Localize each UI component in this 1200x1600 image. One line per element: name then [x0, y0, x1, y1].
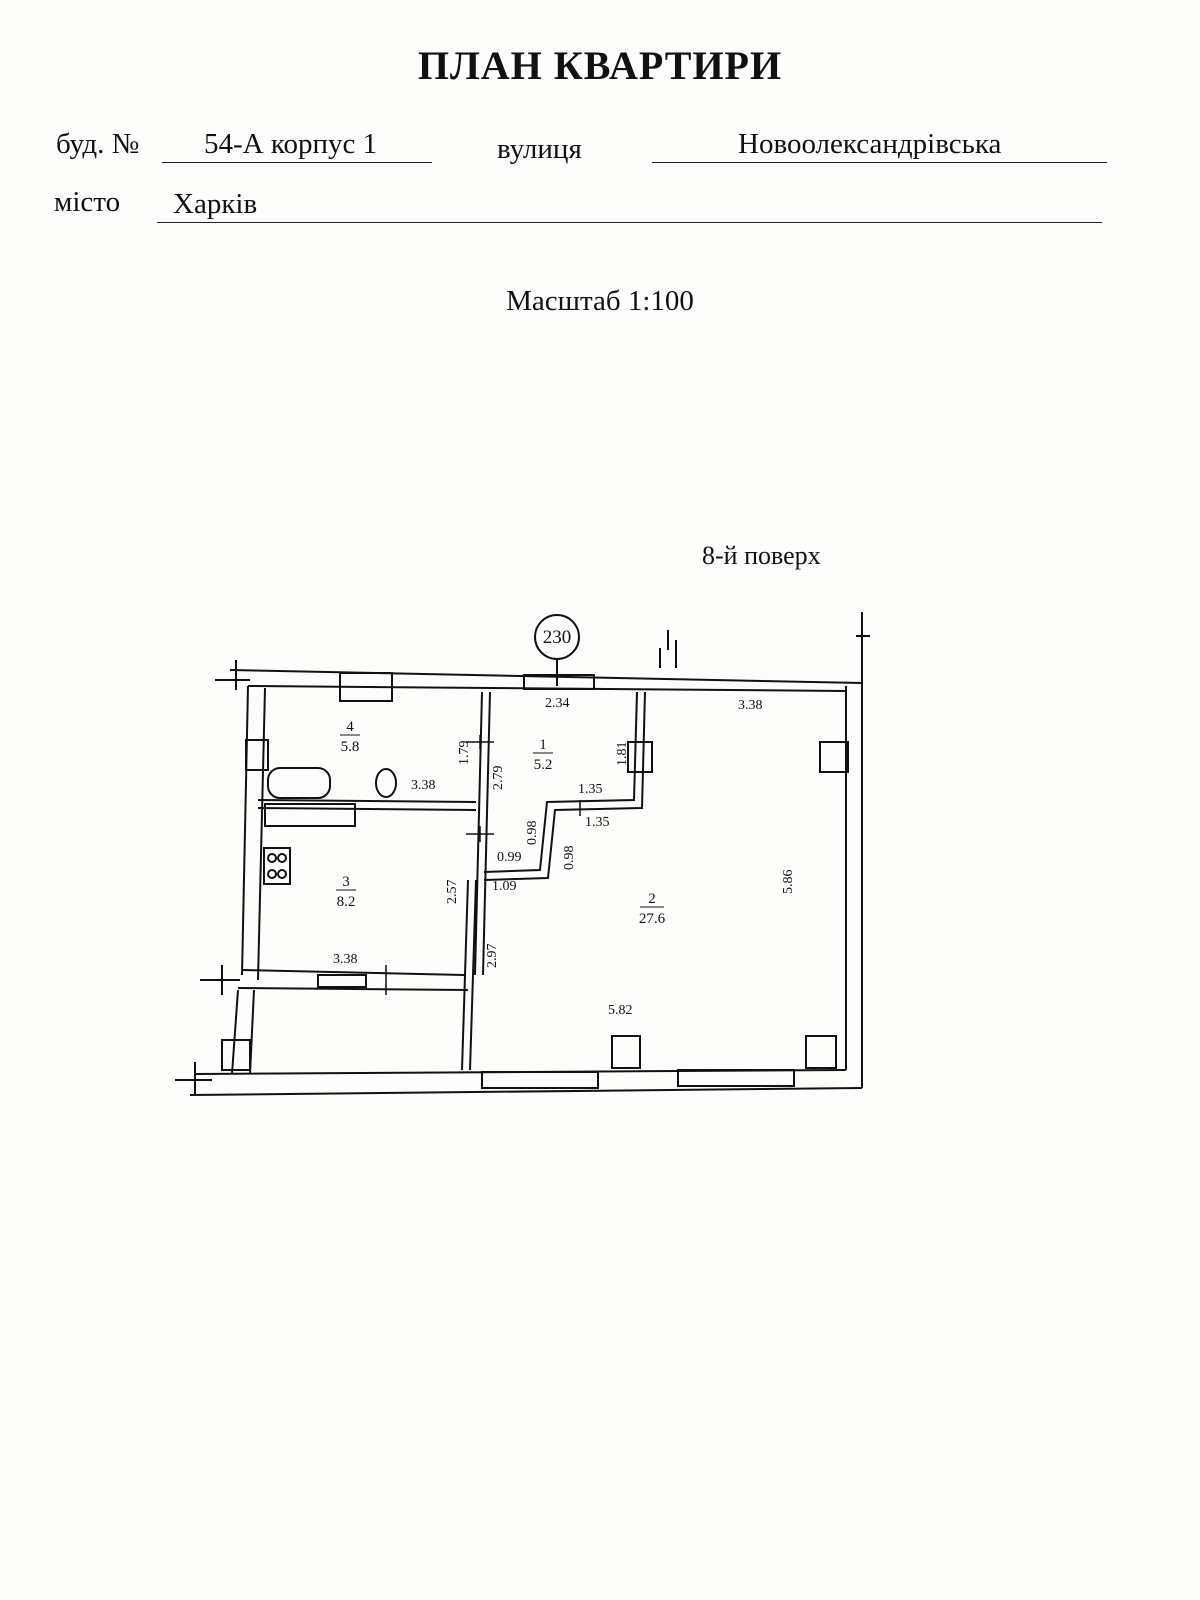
dim-room2-bottom: 5.82 [608, 1003, 633, 1018]
dim-room3-bottom: 3.38 [333, 952, 358, 967]
room-1-number: 1 [539, 737, 547, 753]
dim-notch-2: 1.09 [492, 879, 517, 894]
dim-room1-top: 2.34 [545, 696, 570, 711]
street-value: Новоолександрівська [738, 128, 1002, 160]
bath-bottom-wall-a [257, 799, 477, 803]
left-wall-outer-lower [231, 989, 239, 1075]
building-label: буд. № [56, 128, 140, 160]
dim-room2-left: 2.97 [485, 944, 500, 969]
bathtub [267, 767, 331, 799]
column-bottom-right [805, 1035, 837, 1069]
left-wall-outer-upper [241, 685, 249, 976]
room-2-area: 27.6 [639, 911, 666, 927]
column-right [819, 741, 849, 773]
tick-top-mid [659, 630, 677, 668]
dim-step-v2: 0.98 [562, 846, 577, 871]
dim-room4-left: 1.79 [457, 741, 472, 766]
floor-label: 8-й поверх [702, 541, 821, 570]
city-value: Харків [173, 188, 258, 220]
apartment-number: 230 [543, 627, 572, 648]
kitchen-bottom-wall-b [237, 987, 469, 991]
room2-left-wall-a [461, 879, 469, 1071]
dim-room3-right: 2.57 [445, 880, 460, 905]
street-underline [652, 162, 1107, 163]
room-1-area: 5.2 [534, 757, 553, 773]
room-2-number: 2 [648, 891, 656, 907]
column-hall [627, 741, 653, 773]
window-kitchen [317, 974, 367, 988]
window-top [523, 674, 595, 690]
column-bottom-mid [611, 1035, 641, 1069]
tick-bottom-left [175, 1062, 212, 1095]
stove-burner-2 [267, 869, 277, 879]
dim-notch-1: 0.99 [497, 850, 522, 865]
top-wall-outer [229, 669, 863, 684]
tick-top-right [856, 612, 870, 640]
dim-room4-bottom: 3.38 [411, 778, 436, 793]
column-bottom-left [221, 1039, 251, 1071]
room-3-area: 8.2 [337, 894, 356, 910]
scale-label: Масштаб 1:100 [506, 285, 694, 317]
room-4-number: 4 [346, 719, 354, 735]
building-value: 54-А корпус 1 [204, 128, 378, 160]
tick-mid-left [200, 965, 240, 995]
column-left-1 [245, 739, 269, 771]
hall-step-wall-a [483, 691, 638, 873]
dim-step-v1: 0.98 [525, 821, 540, 846]
stove-burner-3 [277, 853, 287, 863]
city-underline [157, 222, 1102, 223]
stove-burner-1 [267, 853, 277, 863]
bottom-wall-outer [189, 1087, 863, 1096]
hall-step-wall-b [483, 691, 646, 881]
tick-top-left [215, 660, 250, 690]
street-label: вулиця [497, 133, 582, 165]
dim-step-top: 1.35 [578, 782, 603, 797]
stove-burner-4 [277, 869, 287, 879]
dim-step-bottom: 1.35 [585, 815, 610, 830]
bath-bottom-wall-b [257, 807, 477, 811]
dim-room1-left: 2.79 [491, 766, 506, 791]
kitchen-bottom-wall-a [241, 969, 465, 976]
document-title: ПЛАН КВАРТИРИ [417, 43, 783, 88]
dim-room2-top: 3.38 [738, 698, 763, 713]
room-4-area: 5.8 [341, 739, 360, 755]
building-underline [162, 162, 432, 163]
window-bottom-2 [677, 1069, 795, 1087]
room2-left-wall-b [469, 879, 477, 1071]
room-3-number: 3 [342, 874, 350, 890]
city-label: місто [54, 186, 121, 218]
left-wall-inner-upper [257, 687, 266, 981]
stove [263, 847, 291, 885]
dim-room1-right: 1.81 [615, 742, 630, 767]
counter [264, 803, 356, 827]
dim-room2-right: 5.86 [781, 870, 796, 895]
window-bottom-1 [481, 1071, 599, 1089]
column-top-left [339, 672, 393, 702]
toilet [375, 768, 397, 798]
